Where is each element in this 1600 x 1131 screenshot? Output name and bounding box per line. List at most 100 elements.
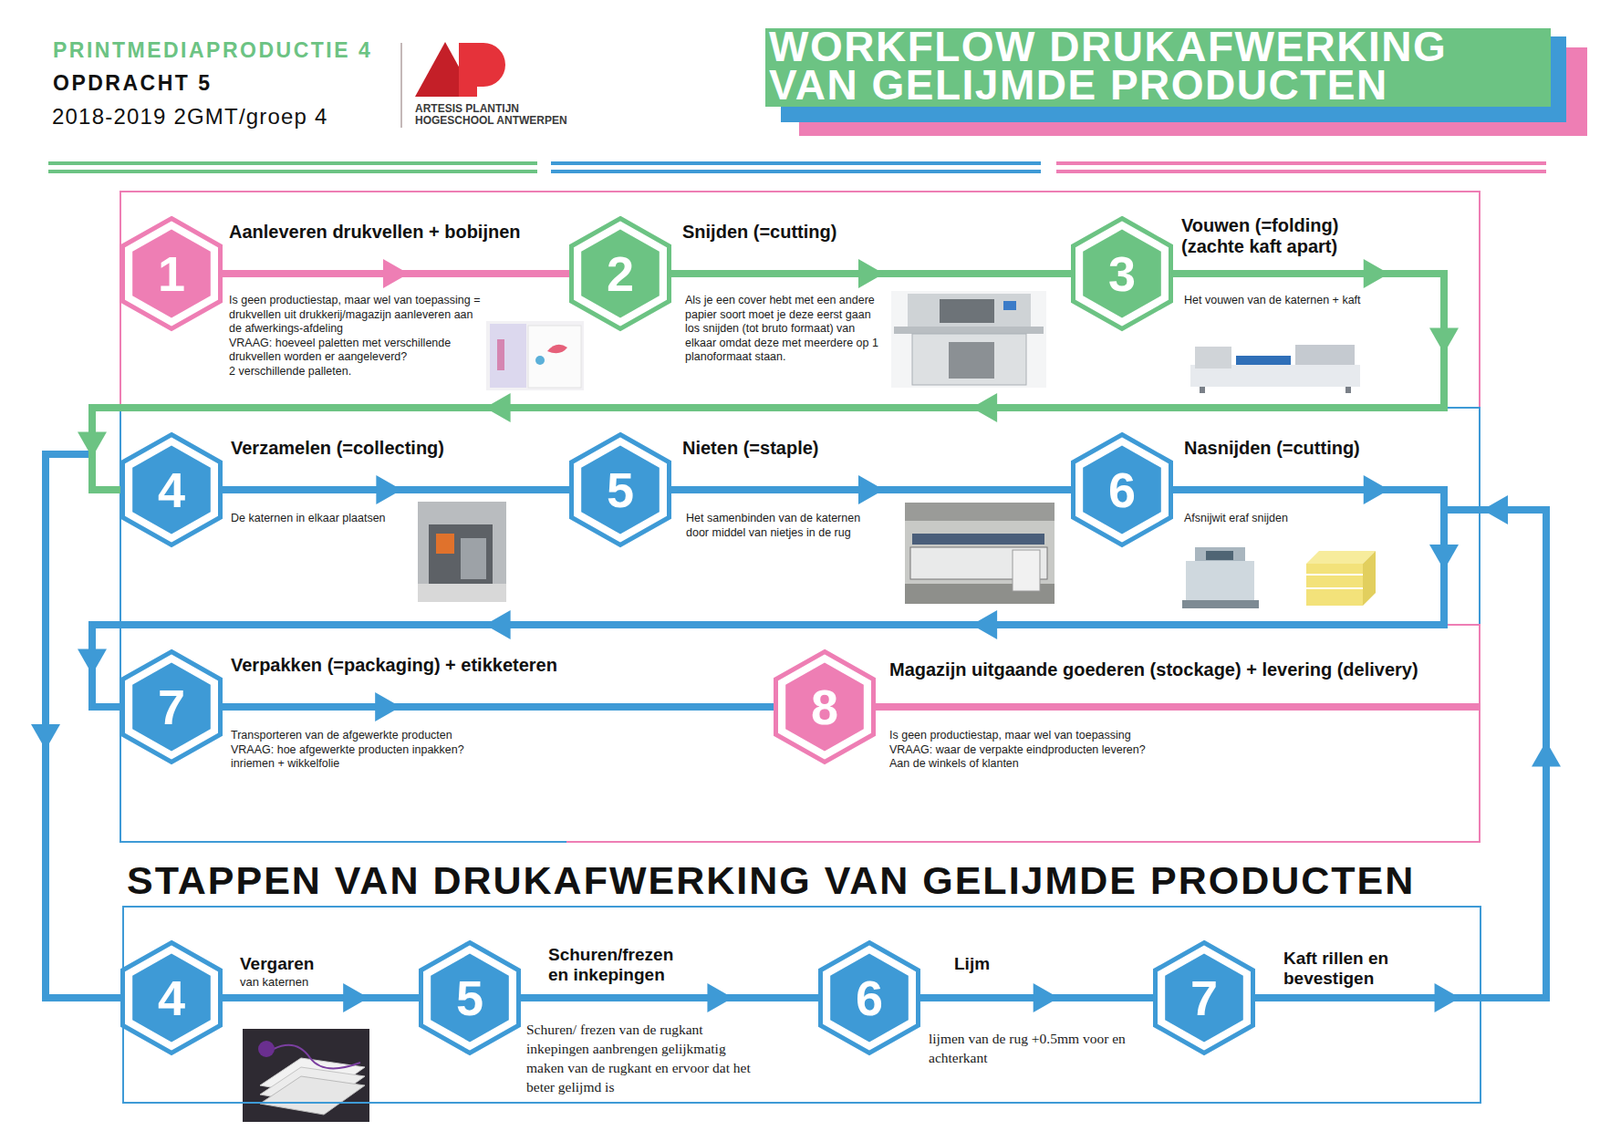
- assignment-name: OPDRACHT 5: [52, 70, 213, 96]
- step-hexagon: 1Aanleveren drukvellen + bobijnenIs geen…: [120, 216, 223, 332]
- header-rule: [48, 161, 538, 166]
- step-hexagon: 5Schuren/frezen en inkepingenSchuren/ fr…: [418, 940, 521, 1056]
- header-divider: [400, 42, 403, 128]
- step-description: Is geen productiestap, maar wel van toep…: [889, 728, 1310, 772]
- group-name: 2018-2019 2GMT/groep 4: [51, 103, 329, 130]
- step-heading: Vergaren: [239, 954, 368, 975]
- photo-gathering: [258, 1040, 275, 1058]
- description-text: Het vouwen van de katernen + kaft: [1184, 293, 1458, 309]
- step-description: Als je een cover hebt met een andere pap…: [685, 293, 879, 365]
- step-hexagon: 6Lijmlijmen van de rug +0.5mm voor en ac…: [818, 940, 921, 1056]
- flow-connector: [671, 259, 1071, 289]
- photo-collector: [417, 501, 507, 603]
- photo-sheets: [486, 321, 584, 391]
- description-text: De katernen in elkaar plaatsen: [230, 511, 414, 527]
- step-heading: Magazijn uitgaande goederen (stockage) +…: [889, 659, 1474, 681]
- arrow-head: [374, 692, 401, 722]
- description-text: VRAAG: hoeveel paletten met verschillend…: [228, 336, 487, 365]
- connector-line: [222, 994, 419, 1002]
- step-heading: Kaft rillen en bevestigen: [1283, 948, 1434, 989]
- photo-stack: [1306, 573, 1363, 576]
- section-frame: [566, 624, 1480, 842]
- description-text: Afsnijwit eraf snijden: [1184, 511, 1385, 527]
- arrow-head: [1482, 495, 1508, 525]
- arrow-head: [1363, 259, 1390, 289]
- photo-folder: [1236, 355, 1291, 365]
- flow-connector: [222, 259, 570, 289]
- photo-cutter: [893, 326, 1044, 334]
- arrow-head: [1434, 983, 1461, 1013]
- step-description: Afsnijwit eraf snijden: [1184, 511, 1385, 527]
- course-name: PRINTMEDIAPRODUCTIE 4: [52, 37, 373, 63]
- connector-line: [92, 509, 1547, 998]
- photo-cutter: [1003, 301, 1017, 311]
- photo-stitcher: [912, 533, 1045, 545]
- photo-gathering: [273, 1045, 361, 1070]
- step-heading: Lijm: [954, 954, 1064, 975]
- step-hexagon: 4Vergarenvan katernen: [120, 940, 223, 1056]
- arrow-head: [1531, 741, 1561, 768]
- flow-connector: [671, 475, 1071, 505]
- arrow-head: [77, 649, 107, 676]
- photo-trimmer: [1185, 561, 1255, 603]
- photo-cutter: [912, 333, 1027, 385]
- step-description: De katernen in elkaar plaatsen: [230, 511, 414, 527]
- step-hexagon: 8Magazijn uitgaande goederen (stockage) …: [773, 649, 876, 765]
- step-hexagon: 7Verpakken (=packaging) + etikketerenTra…: [120, 649, 223, 765]
- step-hexagon: 4Verzamelen (=collecting)De katernen in …: [120, 432, 223, 548]
- step-number: 5: [418, 940, 521, 1056]
- flow-connector: [222, 475, 570, 505]
- photo-stitcher: [904, 502, 1055, 521]
- arrow-head: [77, 432, 107, 458]
- section-frame: [120, 191, 1480, 408]
- step-description: Het samenbinden van de katernen door mid…: [685, 511, 883, 541]
- description-text: VRAAG: waar de verpakte eindproducten le…: [889, 743, 1310, 759]
- arrow-head: [383, 259, 409, 289]
- step-description: Is geen productiestap, maar wel van toep…: [228, 293, 487, 379]
- description-text: Aan de winkels of klanten: [889, 757, 1310, 772]
- description-text: lijmen van de rug +0.5mm voor en achterk…: [928, 1028, 1171, 1068]
- flow-connector: [31, 273, 1445, 998]
- step-number: 4: [120, 432, 223, 548]
- description-text: Het samenbinden van de katernen door mid…: [685, 511, 883, 541]
- photo-sheets: [497, 339, 505, 371]
- title-band: [765, 28, 1551, 107]
- photo-collector: [460, 538, 487, 580]
- arrow-head: [1363, 475, 1390, 505]
- step-description: lijmen van de rug +0.5mm voor en achterk…: [928, 1028, 1171, 1068]
- photo-sheets: [535, 355, 545, 365]
- arrow-head: [375, 475, 402, 505]
- photo-sheets: [528, 325, 582, 388]
- photo-cutter: [907, 293, 1031, 329]
- description-text: Is geen productiestap, maar wel van toep…: [889, 728, 1310, 744]
- step-heading: Schuren/frezen en inkepingen: [548, 945, 686, 986]
- step-heading: Verzamelen (=collecting): [230, 437, 532, 459]
- photo-sheets: [547, 344, 568, 354]
- description-text: 2 verschillende palleten.: [228, 364, 487, 380]
- decor-line: [875, 703, 1480, 711]
- arrow-head: [858, 475, 884, 505]
- photo-trimmer: [1182, 600, 1259, 609]
- flow-connector: [520, 983, 819, 1013]
- connector-line: [222, 703, 774, 711]
- connector-line: [520, 994, 819, 1002]
- description-text: inriemen + wikkelfolie: [230, 757, 614, 772]
- arrow-head: [858, 259, 884, 289]
- arrow-head: [706, 983, 733, 1013]
- step-heading: Vouwen (=folding) (zachte kaft apart): [1181, 215, 1396, 258]
- photo-stack: [1362, 550, 1376, 606]
- description-text: Schuren/ frezen van de rugkant inkepinge…: [526, 1019, 766, 1097]
- flow-connector: [222, 692, 774, 722]
- arrow-head: [1429, 328, 1459, 354]
- arrow-head: [971, 610, 998, 640]
- header-rule: [48, 169, 538, 174]
- arrow-head: [485, 610, 511, 640]
- photo-stitcher: [1012, 550, 1040, 592]
- description-text: Als je een cover hebt met een andere pap…: [685, 293, 879, 365]
- description-text: VRAAG: hoe afgewerkte producten inpakken…: [230, 743, 614, 759]
- description-text: van katernen: [239, 975, 368, 990]
- description-text: Is geen productiestap, maar wel van toep…: [228, 293, 487, 337]
- step-number: 3: [1070, 216, 1174, 332]
- connector-line: [45, 273, 1445, 998]
- arrow-head: [31, 724, 61, 750]
